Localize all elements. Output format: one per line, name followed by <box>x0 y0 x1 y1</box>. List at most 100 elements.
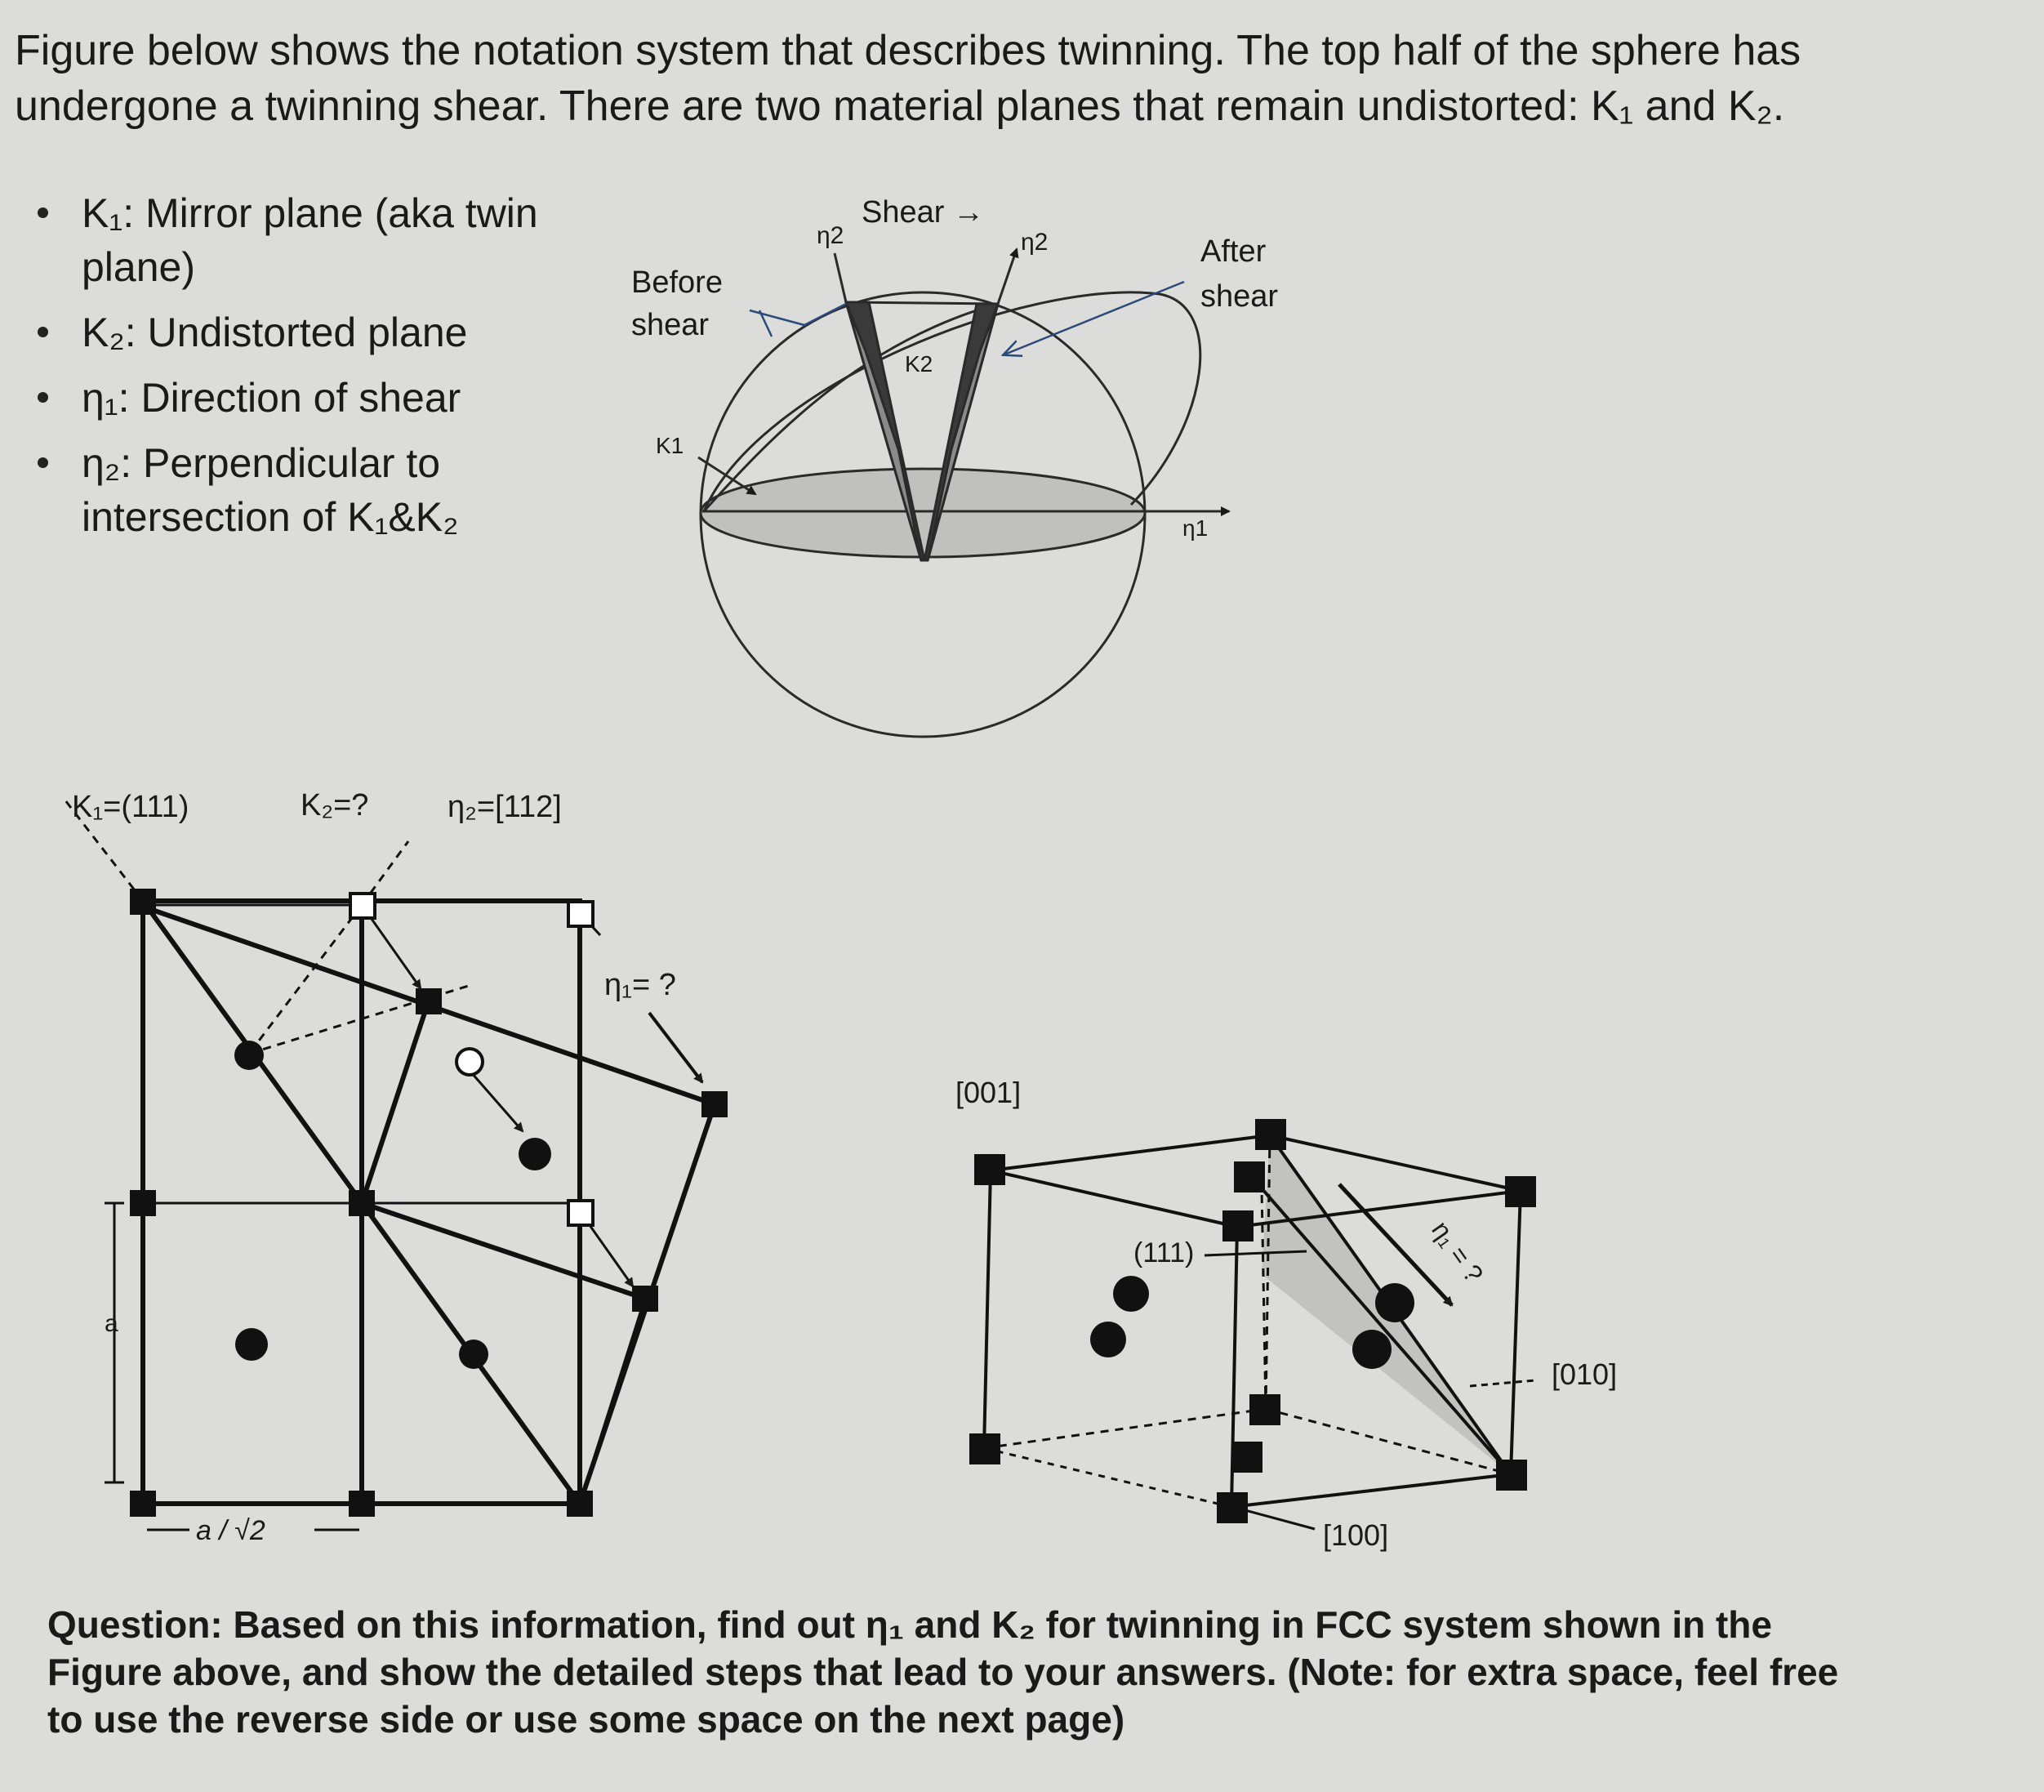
plane-111-label: (111) <box>1133 1237 1194 1268</box>
atom-square <box>349 1491 375 1517</box>
twin-inner-line-1 <box>359 1000 431 1204</box>
lattice-eta1-label: η₁= ? <box>604 968 676 1002</box>
bullet-eta1-text: η₁: Direction of shear <box>82 375 461 421</box>
lattice-k1-label: K₁=(111) <box>72 790 189 824</box>
atom-square <box>130 889 156 915</box>
plane-111-edge <box>1260 1187 1512 1476</box>
bullet-dot <box>38 457 48 468</box>
atom-square <box>632 1286 658 1312</box>
atom-square <box>130 1190 156 1216</box>
eta2-left-label: η2 <box>817 222 844 249</box>
bullet-k1-text: K₁: Mirror plane (aka twin plane) <box>82 190 538 290</box>
eta1-pointer <box>648 1011 704 1084</box>
cube-edge <box>1269 1134 1521 1192</box>
before-shear-label-2: shear <box>631 308 709 342</box>
atom-square <box>1234 1161 1265 1192</box>
lattice-labels: K₁=(111) K₂=? η₂=[112] η₁= ? a a / √2 <box>72 788 676 1546</box>
definition-list: K₁: Mirror plane (aka twin plane) K₂: Un… <box>33 186 588 555</box>
atom-square <box>1505 1176 1536 1207</box>
k2-plane-left-face <box>844 301 923 561</box>
k1-plane-ellipse <box>699 467 1147 559</box>
axis-010-label: [010] <box>1552 1357 1617 1391</box>
after-shear-label-2: shear <box>1200 279 1278 314</box>
after-shear-label-1: After <box>1200 234 1267 269</box>
lattice-k2-label: K₂=? <box>301 788 368 822</box>
atom-square <box>969 1433 1000 1464</box>
cube-eta1-label: η₁ = ? <box>1426 1215 1489 1288</box>
atom-square <box>567 1491 593 1517</box>
atom-square <box>1217 1492 1248 1523</box>
atom-circle <box>1352 1330 1392 1369</box>
twin-inner-line-2 <box>361 1201 646 1301</box>
bullet-k1: K₁: Mirror plane (aka twin plane) <box>33 186 588 294</box>
atom-circle <box>234 1041 264 1070</box>
before-shear-tick <box>758 310 773 337</box>
k2-sphere-label: K2 <box>905 351 933 377</box>
after-shear-pointer <box>1004 280 1185 354</box>
cube-eta1-arrow <box>1338 1183 1454 1307</box>
bullet-eta2: η₂: Perpendicular to intersection of K₁&… <box>33 436 588 544</box>
sphere-top-chord <box>845 301 999 305</box>
atom-circle <box>459 1340 488 1369</box>
eta2-right-line <box>996 247 1019 305</box>
atom-square <box>416 988 442 1014</box>
cube-edge <box>982 1170 992 1449</box>
axis-010-pointer <box>1469 1379 1536 1388</box>
cube-edge <box>1236 1189 1521 1228</box>
atom-square <box>349 1190 375 1216</box>
cube-edge <box>1509 1190 1522 1475</box>
atom-square <box>1231 1442 1262 1473</box>
bullet-dot <box>38 392 48 403</box>
cube-edge <box>983 1447 1232 1509</box>
bullet-dot <box>38 327 48 337</box>
bullet-k2: K₂: Undistorted plane <box>33 305 588 359</box>
atom-square <box>701 1091 728 1117</box>
k2-dashed-extension <box>360 840 410 906</box>
atom-square-open <box>567 1199 594 1227</box>
atom-circle <box>1090 1322 1126 1357</box>
lattice-eta2-label: η₂=[112] <box>448 790 562 824</box>
eta2-left-line <box>833 252 848 303</box>
after-shear-ellipse-inner <box>702 302 999 513</box>
bullet-dot <box>38 207 48 218</box>
cube-edge <box>1231 1473 1512 1509</box>
atom-circle <box>519 1138 551 1170</box>
axis-001-label: [001] <box>955 1076 1021 1109</box>
k2-plane-right-face <box>926 303 1000 561</box>
question-text: Question: Based on this information, fin… <box>47 1603 1839 1741</box>
twin-inner-line-3 <box>578 1298 647 1504</box>
bullet-eta2-text: η₂: Perpendicular to intersection of K₁&… <box>82 440 459 540</box>
after-shear-ellipse <box>702 291 1202 512</box>
eta1-sphere-label: η1 <box>1182 515 1208 541</box>
atom-circle <box>235 1328 268 1361</box>
atom-square <box>1255 1119 1286 1150</box>
lattice-twin-diagram <box>64 800 717 1531</box>
atom-shift-arrow <box>464 1065 524 1133</box>
twinning-sphere-diagram <box>697 247 1231 738</box>
atom-square <box>1496 1460 1527 1491</box>
k1-sphere-label: K1 <box>656 433 684 458</box>
k1-pointer <box>697 456 757 496</box>
lattice-width-label: a / √2 <box>196 1515 265 1546</box>
atom-circle-open <box>455 1047 484 1077</box>
atom-square-open <box>567 900 594 928</box>
shear-label: Shear → <box>862 195 984 230</box>
bullet-k2-text: K₂: Undistorted plane <box>82 310 468 355</box>
atom-square <box>974 1154 1005 1185</box>
k1-dashed-extension <box>64 800 145 902</box>
atom-square-open <box>349 892 376 920</box>
before-shear-pointer <box>749 302 847 327</box>
atom-square <box>1249 1394 1280 1425</box>
lattice-a-label: a <box>105 1310 118 1337</box>
plane-111-pointer <box>1204 1250 1307 1257</box>
atom-circle <box>1375 1283 1414 1322</box>
cube-edge-hidden <box>983 1407 1267 1450</box>
plane-111-dashed <box>1260 1188 1267 1410</box>
eta2-right-label: η2 <box>1021 229 1048 256</box>
sphere-labels: Before shear After shear Shear → η2 η2 K… <box>631 195 1278 541</box>
cube-atoms <box>969 1119 1536 1523</box>
cube-edge <box>990 1134 1271 1172</box>
atom-square <box>130 1491 156 1517</box>
k2-dashed-line <box>247 904 363 1054</box>
